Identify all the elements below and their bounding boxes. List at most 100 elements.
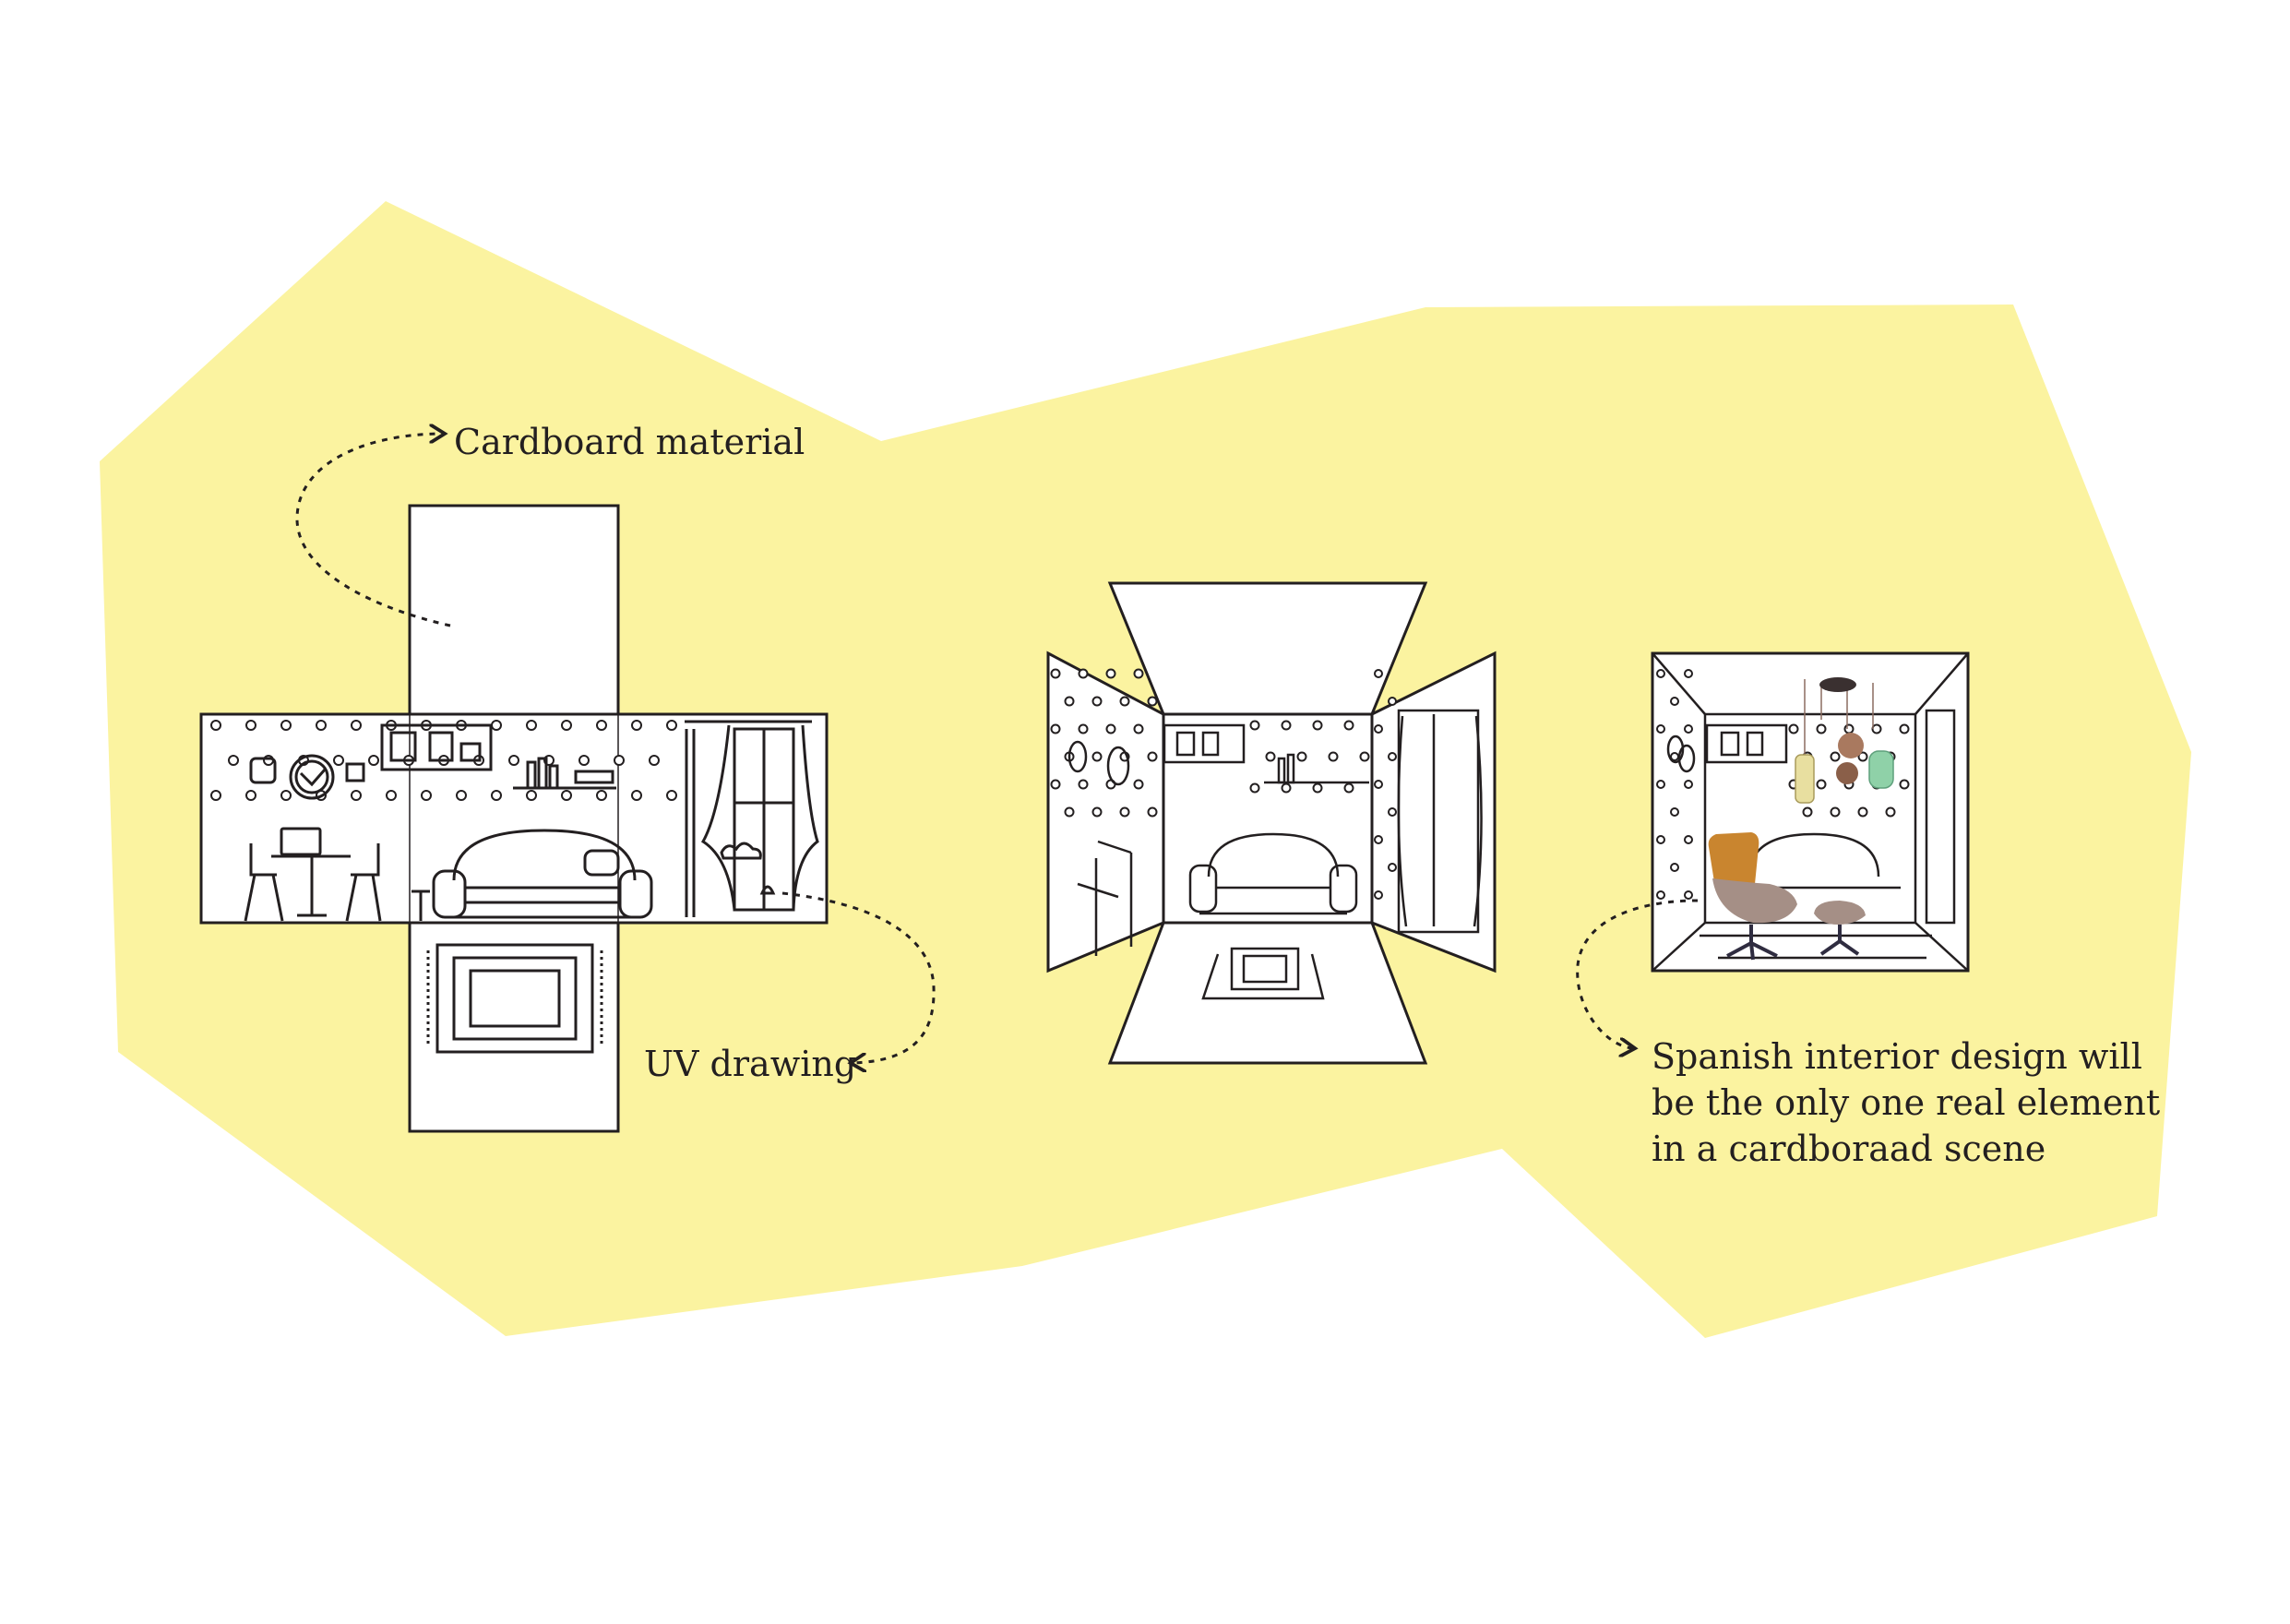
polka-dot xyxy=(457,791,466,800)
polka-dot xyxy=(369,756,378,765)
polka-dot xyxy=(1107,725,1115,734)
polka-dot xyxy=(1093,808,1102,817)
polka-dot xyxy=(1251,784,1259,793)
polka-dot xyxy=(492,791,501,800)
polka-dot xyxy=(632,791,641,800)
polka-dot xyxy=(1685,836,1692,843)
polka-dot xyxy=(1135,725,1143,734)
polka-dot xyxy=(1121,808,1129,817)
polka-dot xyxy=(1052,670,1060,678)
polka-dot xyxy=(1330,753,1338,761)
polka-dot xyxy=(1282,722,1291,730)
polka-dot xyxy=(1657,725,1664,733)
polka-dot xyxy=(632,721,641,730)
polka-dot xyxy=(1345,722,1354,730)
polka-dot xyxy=(1052,725,1060,734)
polka-dot xyxy=(1887,808,1895,817)
polka-dot xyxy=(1093,753,1102,761)
polka-dot xyxy=(667,791,676,800)
polka-dot xyxy=(1657,891,1664,899)
polka-dot xyxy=(1901,781,1909,789)
polka-dot xyxy=(1298,753,1306,761)
cardboard-material-label: Cardboard material xyxy=(454,419,805,465)
polka-dot xyxy=(527,791,536,800)
polka-dot xyxy=(1375,891,1382,899)
polka-dot xyxy=(1066,698,1074,706)
polka-dot xyxy=(1845,725,1854,734)
polka-dot xyxy=(562,791,571,800)
polka-dot xyxy=(1149,698,1157,706)
polka-dot xyxy=(1345,784,1354,793)
polka-dot xyxy=(1267,753,1275,761)
polka-dot xyxy=(1657,836,1664,843)
polka-dot xyxy=(1657,670,1664,677)
polka-dot xyxy=(246,791,256,800)
polka-dot xyxy=(1066,808,1074,817)
polka-dot xyxy=(1873,725,1881,734)
polka-dot xyxy=(579,756,589,765)
polka-dot xyxy=(1389,753,1396,760)
spanish-design-line-2: be the only one real element xyxy=(1652,1080,2160,1126)
polka-dot xyxy=(1389,808,1396,816)
polka-dot xyxy=(1831,753,1840,761)
polka-dot xyxy=(1818,781,1826,789)
polka-dot xyxy=(1135,670,1143,678)
polka-dot xyxy=(509,756,519,765)
polka-dot xyxy=(1375,836,1382,843)
polka-dot xyxy=(1079,725,1088,734)
polka-dot xyxy=(1361,753,1369,761)
polka-dot xyxy=(1052,781,1060,789)
box-floor xyxy=(1110,923,1425,1063)
box-top-flap xyxy=(1110,583,1425,714)
polka-dot xyxy=(387,791,396,800)
polka-dot xyxy=(1149,753,1157,761)
polka-dot xyxy=(1314,784,1322,793)
spanish-design-line-1: Spanish interior design will xyxy=(1652,1033,2160,1080)
polka-dot xyxy=(1135,781,1143,789)
uv-drawing-label: UV drawing xyxy=(644,1041,856,1087)
polka-dot xyxy=(352,721,361,730)
polka-dot xyxy=(1093,698,1102,706)
polka-dot xyxy=(1149,808,1157,817)
polka-dot xyxy=(334,756,343,765)
spanish-design-label: Spanish interior design will be the only… xyxy=(1652,1033,2160,1172)
polka-dot xyxy=(352,791,361,800)
polka-dot xyxy=(1375,670,1382,677)
polka-dot xyxy=(1657,781,1664,788)
polka-dot xyxy=(1671,698,1678,705)
polka-dot xyxy=(492,721,501,730)
polka-dot xyxy=(562,721,571,730)
polka-dot xyxy=(1314,722,1322,730)
polka-dot xyxy=(1389,864,1396,871)
polka-dot xyxy=(1079,670,1088,678)
polka-dot xyxy=(1251,722,1259,730)
polka-dot xyxy=(1685,725,1692,733)
polka-dot xyxy=(1685,891,1692,899)
polka-dot xyxy=(1671,864,1678,871)
polka-dot xyxy=(1804,808,1812,817)
polka-dot xyxy=(246,721,256,730)
polka-dot xyxy=(1901,725,1909,734)
polka-dot xyxy=(1831,808,1840,817)
real-scene-box xyxy=(1652,653,1968,971)
polka-dot xyxy=(1375,781,1382,788)
polka-dot xyxy=(281,791,291,800)
polka-dot xyxy=(1389,698,1396,705)
polka-dot xyxy=(1685,670,1692,677)
polka-dot xyxy=(229,756,238,765)
polka-dot xyxy=(211,791,221,800)
polka-dot xyxy=(1375,725,1382,733)
polka-dot xyxy=(1282,784,1291,793)
polka-dot xyxy=(281,721,291,730)
polka-dot xyxy=(667,721,676,730)
polka-dot xyxy=(614,756,624,765)
polka-dot xyxy=(1671,808,1678,816)
polka-dot xyxy=(1818,725,1826,734)
polka-dot xyxy=(527,721,536,730)
polka-dot xyxy=(597,791,606,800)
polka-dot xyxy=(316,721,326,730)
polka-dot xyxy=(1790,725,1798,734)
polka-dot xyxy=(211,721,221,730)
